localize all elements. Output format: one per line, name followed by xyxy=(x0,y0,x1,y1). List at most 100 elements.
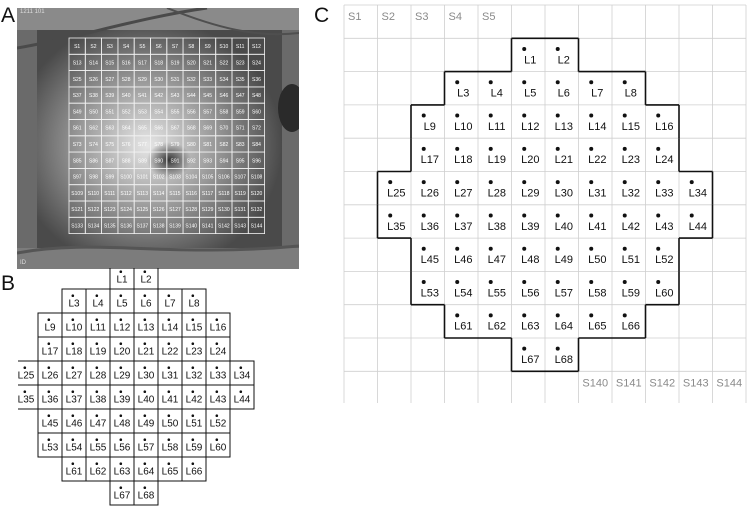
sector-label: S96 xyxy=(252,158,261,164)
sector-label: S36 xyxy=(252,77,261,83)
location-dot xyxy=(622,313,627,318)
sector-label: S117 xyxy=(202,191,214,197)
location-dot xyxy=(488,280,493,285)
image-footer-text: ID xyxy=(20,260,26,266)
sector-label: S38 xyxy=(89,93,98,99)
location-dot xyxy=(47,342,51,346)
sector-label: S118 xyxy=(218,191,230,197)
sector-label: S142 xyxy=(218,223,230,229)
location-dot xyxy=(95,462,99,466)
location-dot xyxy=(215,318,219,322)
sector-label: S55 xyxy=(170,109,179,115)
sector-label: S24 xyxy=(252,60,261,66)
location-label: L61 xyxy=(66,466,83,477)
location-cell xyxy=(181,456,207,482)
location-dot xyxy=(589,146,594,151)
location-label: L33 xyxy=(210,370,227,381)
location-dot xyxy=(191,294,195,298)
location-dot xyxy=(143,438,147,442)
location-label: L60 xyxy=(210,442,227,453)
sector-label: S76 xyxy=(122,142,131,148)
location-dot xyxy=(555,180,560,185)
location-label: L42 xyxy=(186,394,203,405)
location-label: L67 xyxy=(521,354,539,366)
location-dot xyxy=(589,180,594,185)
sector-label: S83 xyxy=(236,142,245,148)
location-label: L27 xyxy=(454,187,472,199)
location-label: L17 xyxy=(42,346,59,357)
sector-label: S8 xyxy=(188,44,194,50)
sector-label: S56 xyxy=(187,109,196,115)
location-dot xyxy=(656,280,661,285)
location-label: L46 xyxy=(454,254,472,266)
sector-label: S137 xyxy=(137,223,149,229)
sector-label: S71 xyxy=(236,126,245,132)
location-dot xyxy=(191,390,195,394)
sector-label: S94 xyxy=(219,158,228,164)
sector-bottom-label: S142 xyxy=(649,377,675,389)
location-dot xyxy=(23,390,27,394)
location-dot xyxy=(47,414,51,418)
location-label: L4 xyxy=(491,88,503,100)
location-dot xyxy=(95,366,99,370)
sector-label: S17 xyxy=(138,60,147,66)
sector-label: S123 xyxy=(104,207,116,213)
location-label: L32 xyxy=(186,370,203,381)
location-label: L44 xyxy=(234,394,251,405)
sector-label: S21 xyxy=(203,60,212,66)
panel-a-letter: A xyxy=(1,4,16,27)
location-label: L2 xyxy=(558,54,570,66)
location-label: L15 xyxy=(186,322,203,333)
location-label: L39 xyxy=(114,394,131,405)
location-dot xyxy=(191,366,195,370)
sector-label: S106 xyxy=(218,175,230,181)
sector-label: S7 xyxy=(172,44,178,50)
sector-label: S91 xyxy=(170,158,179,164)
sector-label: S141 xyxy=(202,223,214,229)
location-dot xyxy=(421,113,426,118)
location-label: L41 xyxy=(588,221,606,233)
location-label: L55 xyxy=(90,442,107,453)
location-label: L45 xyxy=(42,418,59,429)
sector-label: S130 xyxy=(218,207,230,213)
location-dot xyxy=(71,318,75,322)
location-dot xyxy=(191,438,195,442)
sector-label: S31 xyxy=(170,77,179,83)
sector-label: S93 xyxy=(203,158,212,164)
location-dot xyxy=(71,366,75,370)
location-label: L25 xyxy=(387,187,405,199)
location-dot xyxy=(388,213,393,218)
sector-label: S124 xyxy=(120,207,132,213)
location-label: L1 xyxy=(116,274,128,285)
location-label: L19 xyxy=(90,346,107,357)
sector-label: S62 xyxy=(89,126,98,132)
location-dot xyxy=(421,146,426,151)
sector-label: S28 xyxy=(122,77,131,83)
location-label: L62 xyxy=(488,321,506,333)
location-label: L64 xyxy=(138,466,155,477)
location-dot xyxy=(656,113,661,118)
location-label: L48 xyxy=(521,254,539,266)
sector-label: S59 xyxy=(236,109,245,115)
location-dot xyxy=(119,438,123,442)
sector-label: S53 xyxy=(138,109,147,115)
location-dot xyxy=(23,366,27,370)
location-label: L41 xyxy=(162,394,179,405)
sector-label: S111 xyxy=(104,191,115,197)
location-dot xyxy=(455,180,460,185)
location-dot xyxy=(455,313,460,318)
location-label: L24 xyxy=(210,346,227,357)
location-dot xyxy=(215,390,219,394)
location-dot xyxy=(95,390,99,394)
location-dot xyxy=(239,366,243,370)
location-dot xyxy=(119,486,123,490)
sector-label: S10 xyxy=(219,44,228,50)
location-dot xyxy=(167,366,171,370)
sector-label: S126 xyxy=(153,207,165,213)
location-label: L57 xyxy=(555,287,573,299)
location-dot xyxy=(421,213,426,218)
location-label: L21 xyxy=(138,346,155,357)
location-dot xyxy=(388,180,393,185)
location-label: L60 xyxy=(655,287,673,299)
